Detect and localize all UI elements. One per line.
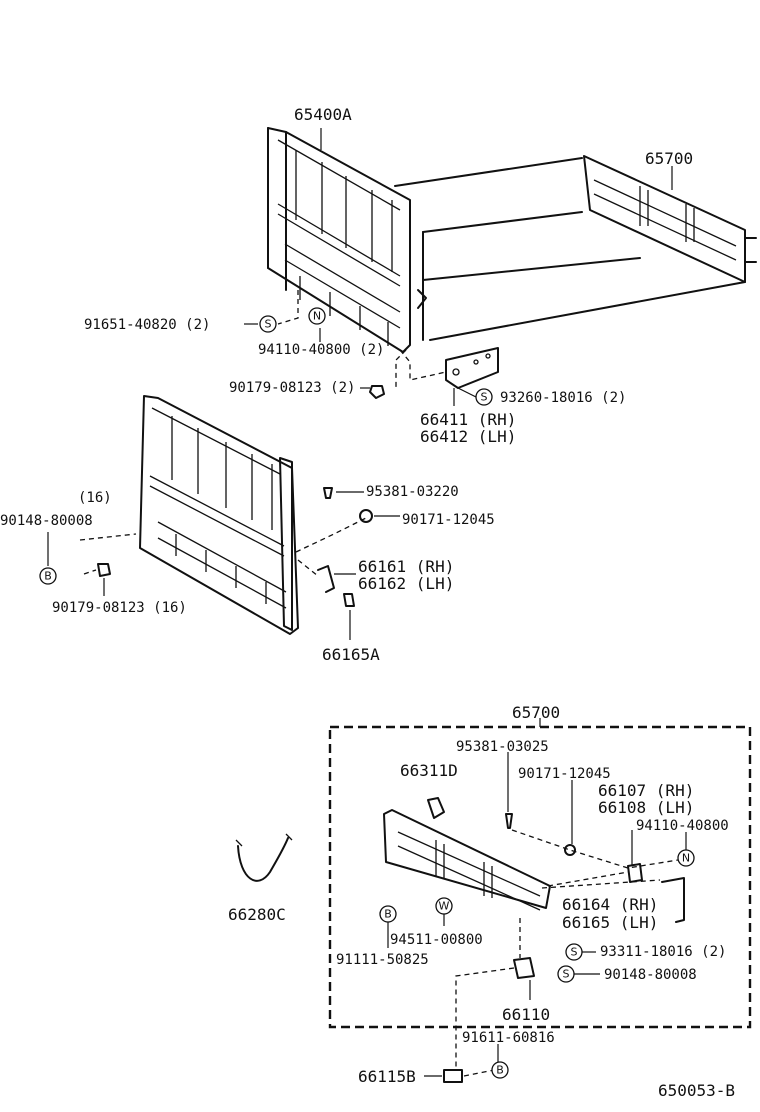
label-90148-80008-lower: 90148-80008 [604,967,697,983]
bolt-95381-03025 [505,813,513,829]
svg-text:S: S [571,946,578,959]
bolt-90179-upper [369,385,385,399]
label-91651-40820: 91651-40820 (2) [84,317,210,333]
label-90179-08123-16: 90179-08123 (16) [52,600,187,616]
hinge-66107 [627,863,643,883]
label-93311-18016: 93311-18016 (2) [600,944,726,960]
chain-66280C [235,833,293,882]
label-66411-rh: 66411 (RH) [420,410,516,429]
label-90171-12045-lower: 90171-12045 [518,766,611,782]
label-66115B: 66115B [358,1067,416,1086]
nut-90171-12045 [359,509,373,523]
label-94110-40800-2: 94110-40800 (2) [258,342,384,358]
symbol-b-90148: B [39,567,57,585]
label-91611-60816: 91611-60816 [462,1030,555,1046]
tailgate-assembly [383,809,551,911]
symbol-w-94511: W [435,897,453,915]
label-66412-lh: 66412 (LH) [420,427,516,446]
hinge-66411 [445,347,499,389]
label-94110-40800-lower: 94110-40800 [636,818,729,834]
symbol-b-91111: B [379,905,397,923]
label-66161-rh: 66161 (RH) [358,557,454,576]
hook-66164 [661,877,685,923]
label-90179-08123-2: 90179-08123 (2) [229,380,355,396]
hinge-66110 [513,957,535,979]
label-qty-16: (16) [78,490,112,506]
label-66108-lh: 66108 (LH) [598,798,694,817]
label-66165A: 66165A [322,645,380,664]
symbol-s-90148: S [557,965,575,983]
symbol-n-94110-lower: N [677,849,695,867]
hook-66161 [317,565,335,593]
bracket-66311D [427,797,445,819]
nut-90171-12045-lower [564,844,576,856]
svg-text:S: S [563,968,570,981]
label-66165-lh: 66165 (LH) [562,913,658,932]
label-94511-00800: 94511-00800 [390,932,483,948]
label-93260-18016: 93260-18016 (2) [500,390,626,406]
label-66164-rh: 66164 (RH) [562,895,658,914]
label-66280C: 66280C [228,905,286,924]
svg-text:S: S [481,391,488,404]
label-95381-03220: 95381-03220 [366,484,459,500]
symbol-s-93311: S [565,943,583,961]
bushing-90179-08123 [97,563,111,577]
symbol-s-91651: S [259,315,277,333]
svg-text:B: B [44,570,52,583]
svg-text:B: B [496,1064,504,1077]
side-panel [139,395,299,635]
label-65400A: 65400A [294,105,352,124]
svg-text:B: B [384,908,392,921]
svg-text:N: N [313,310,321,323]
label-66110: 66110 [502,1005,550,1024]
svg-text:S: S [265,318,272,331]
tailgate-65700 [583,155,757,283]
label-66107-rh: 66107 (RH) [598,781,694,800]
plate-66115B [443,1069,463,1083]
bed-floor [394,157,746,341]
symbol-s-93260: S [475,388,493,406]
bolt-95381-03220 [323,487,333,499]
label-65700-upper: 65700 [645,149,693,168]
symbol-n-94110: N [308,307,326,325]
label-65700-group: 65700 [512,703,560,722]
label-66162-lh: 66162 (LH) [358,574,454,593]
pin-66165A [343,593,355,607]
label-90171-12045-mid: 90171-12045 [402,512,495,528]
symbol-b-91611: B [491,1061,509,1079]
svg-text:W: W [439,900,450,913]
label-90148-80008-mid: 90148-80008 [0,513,93,529]
label-95381-03025: 95381-03025 [456,739,549,755]
label-66311D: 66311D [400,761,458,780]
diagram-id: 650053-B [658,1081,735,1100]
front-panel-65400A [267,127,427,353]
label-91111-50825: 91111-50825 [336,952,429,968]
svg-text:N: N [682,852,690,865]
